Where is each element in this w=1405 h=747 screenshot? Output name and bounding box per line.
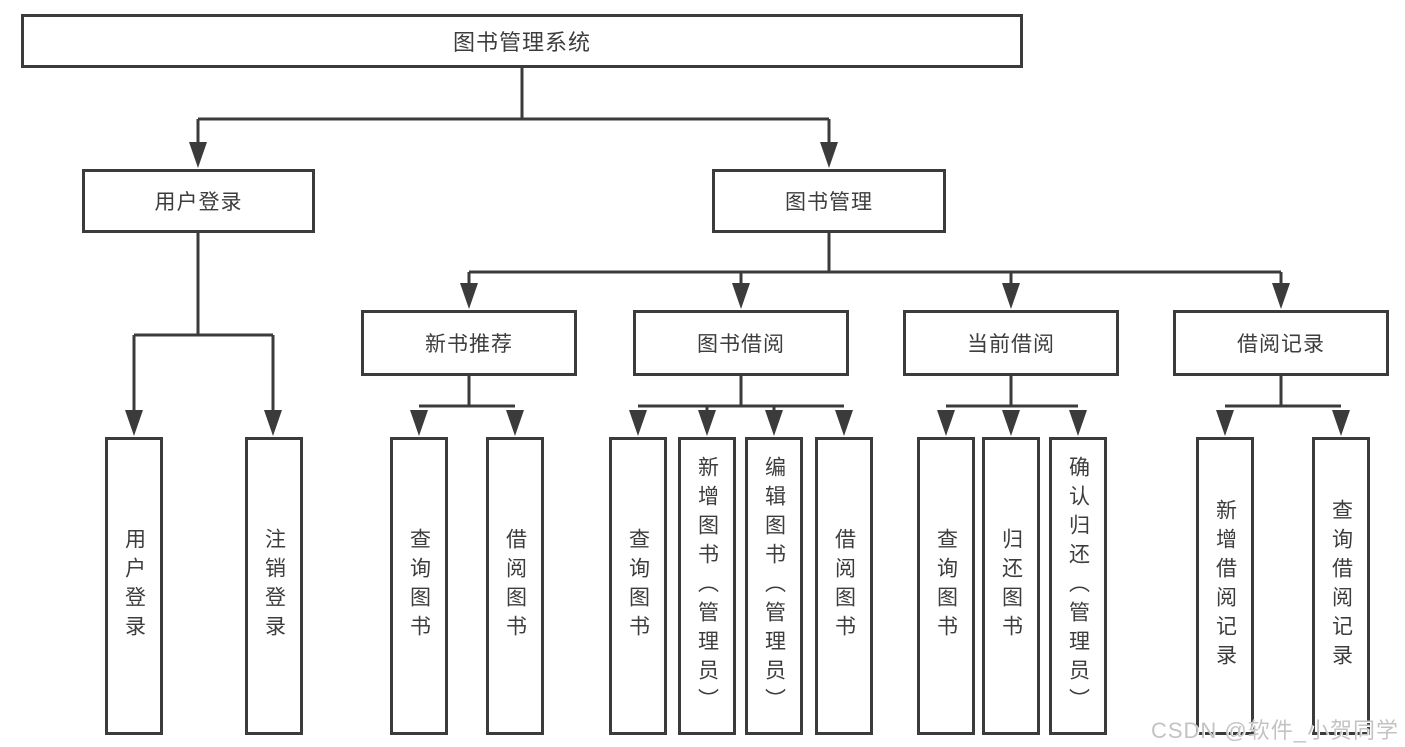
node-new-book-recommendation: 新书推荐 xyxy=(361,310,577,376)
node-user-login-label: 用户登录 xyxy=(154,191,243,214)
leaf-query-books-2-label: 查询图书 xyxy=(626,528,650,644)
leaf-confirm-return-admin: 确认归还（管理员） xyxy=(1049,437,1107,735)
leaf-borrow-books-1: 借阅图书 xyxy=(486,437,544,735)
node-current-borrowing-label: 当前借阅 xyxy=(967,333,1055,356)
node-current-borrowing: 当前借阅 xyxy=(903,310,1119,376)
node-book-borrowing: 图书借阅 xyxy=(633,310,849,376)
leaf-borrow-books-1-label: 借阅图书 xyxy=(503,528,527,644)
node-user-login: 用户登录 xyxy=(82,169,315,233)
leaf-return-books: 归还图书 xyxy=(982,437,1040,735)
leaf-query-borrow-record: 查询借阅记录 xyxy=(1312,437,1370,735)
leaf-query-books-1-label: 查询图书 xyxy=(407,528,431,644)
leaf-return-books-label: 归还图书 xyxy=(999,528,1023,644)
node-root-system-label: 图书管理系统 xyxy=(452,30,591,55)
leaf-user-login-label: 用户登录 xyxy=(122,528,146,644)
node-new-book-recommendation-label: 新书推荐 xyxy=(425,333,513,356)
leaf-borrow-books-2: 借阅图书 xyxy=(815,437,873,735)
leaf-add-books-admin: 新增图书（管理员） xyxy=(678,437,736,735)
node-book-management: 图书管理 xyxy=(712,169,946,233)
leaf-borrow-books-2-label: 借阅图书 xyxy=(832,528,856,644)
leaf-user-login: 用户登录 xyxy=(105,437,163,735)
leaf-edit-books-admin: 编辑图书（管理员） xyxy=(745,437,803,735)
leaf-query-books-2: 查询图书 xyxy=(609,437,667,735)
node-book-management-label: 图书管理 xyxy=(785,191,873,214)
node-borrowing-records-label: 借阅记录 xyxy=(1237,333,1325,356)
leaf-add-borrow-record: 新增借阅记录 xyxy=(1196,437,1254,735)
node-borrowing-records: 借阅记录 xyxy=(1173,310,1389,376)
leaf-edit-books-admin-label: 编辑图书（管理员） xyxy=(762,455,786,717)
leaf-query-books-3-label: 查询图书 xyxy=(934,528,958,644)
node-root-system: 图书管理系统 xyxy=(21,14,1023,68)
csdn-watermark: CSDN @软件_小贺同学 xyxy=(1150,718,1399,743)
leaf-add-books-admin-label: 新增图书（管理员） xyxy=(695,455,719,717)
leaf-query-books-1: 查询图书 xyxy=(390,437,448,735)
leaf-add-borrow-record-label: 新增借阅记录 xyxy=(1213,499,1237,673)
node-book-borrowing-label: 图书借阅 xyxy=(697,333,785,356)
leaf-query-borrow-record-label: 查询借阅记录 xyxy=(1329,499,1353,673)
leaf-confirm-return-admin-label: 确认归还（管理员） xyxy=(1066,455,1090,717)
leaf-query-books-3: 查询图书 xyxy=(917,437,975,735)
leaf-logout-label: 注销登录 xyxy=(262,528,286,644)
leaf-logout: 注销登录 xyxy=(245,437,303,735)
